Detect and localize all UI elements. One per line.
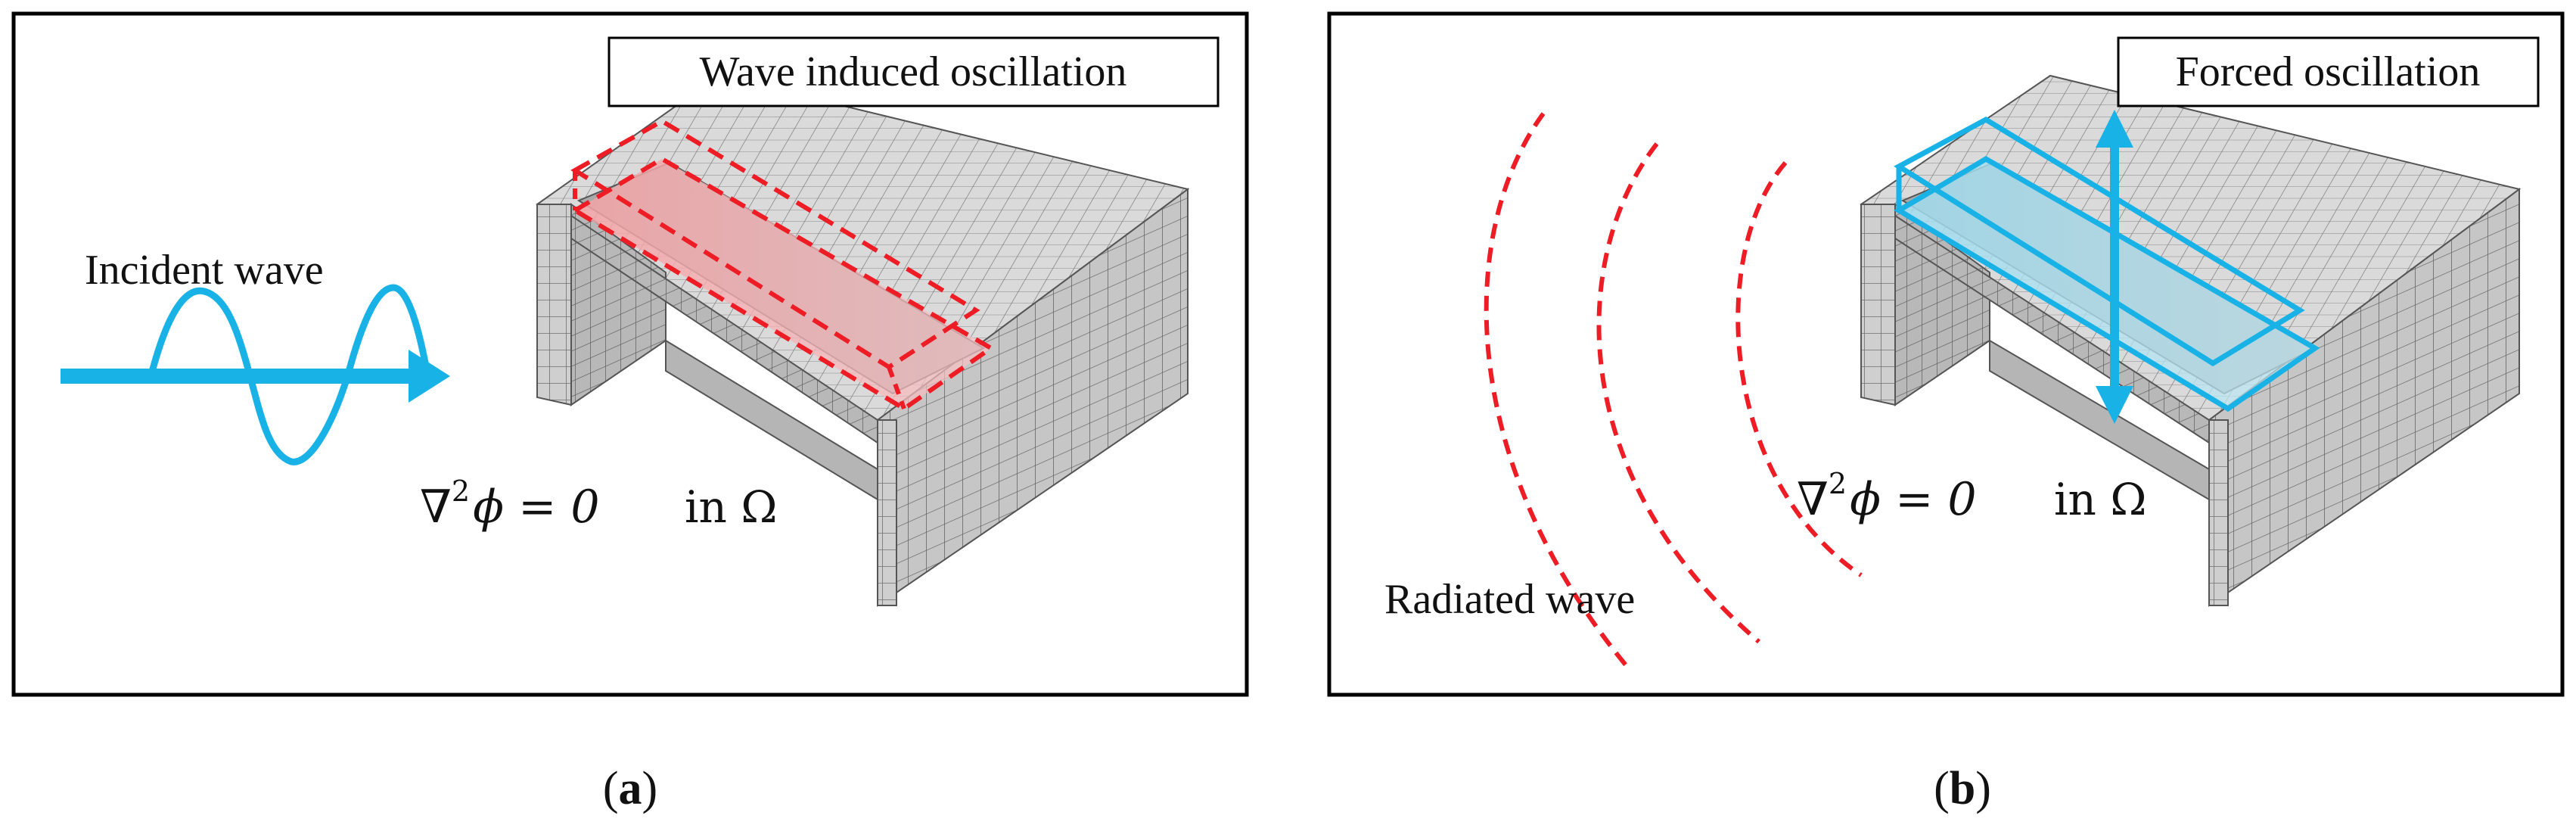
right-leg-b (2208, 419, 2229, 606)
nabla-b: ∇ (1797, 473, 1829, 526)
left-leg-b (1860, 204, 1896, 406)
laplace-equation-b: ∇2ϕ = 0 (1797, 467, 1977, 526)
radiated-arc-1 (1484, 112, 1629, 668)
exp-a: 2 (452, 475, 470, 508)
radiated-arc-2 (1596, 142, 1760, 644)
incident-wave-label: Incident wave (85, 247, 324, 294)
caption-a: (a) (603, 763, 657, 814)
panel-a: Wave induced oscillation Incident wave ∇… (11, 11, 1249, 814)
panel-b: Forced oscillation Radiated wave ∇2ϕ = 0… (1327, 11, 2565, 814)
laplace-equation-a: ∇2ϕ = 0 (420, 475, 600, 534)
title-box-a (607, 36, 1220, 107)
title-box-b (2117, 36, 2540, 107)
rhs-b: ϕ = 0 (1850, 473, 1977, 526)
blue-plane-upper (1894, 116, 2305, 367)
incident-wave-arrow-head (409, 350, 450, 403)
radiated-arc-3 (1735, 161, 1863, 577)
right-leg-face-a (877, 419, 897, 606)
caption-b: (b) (1934, 763, 1991, 814)
title-b: Forced oscillation (2176, 48, 2481, 95)
red-plane-lower (570, 156, 996, 412)
heave-arrow-head-up (2096, 110, 2133, 148)
red-plane-edge-r (887, 366, 906, 410)
title-a: Wave induced oscillation (700, 48, 1127, 95)
left-leg-a (536, 204, 572, 406)
red-plane-upper (570, 118, 980, 370)
deck-underside-a (665, 339, 878, 501)
radiated-wave-label: Radiated wave (1384, 576, 1635, 623)
incident-wave-sine (148, 284, 431, 465)
deck-underside-b (1989, 339, 2210, 501)
domain-label-a: in Ω (685, 481, 777, 533)
exp-b: 2 (1829, 467, 1847, 500)
domain-label-b: in Ω (2054, 474, 2146, 525)
rhs-a: ϕ = 0 (473, 481, 600, 534)
heave-arrow-head-down (2096, 386, 2133, 424)
nabla-a: ∇ (420, 481, 452, 534)
